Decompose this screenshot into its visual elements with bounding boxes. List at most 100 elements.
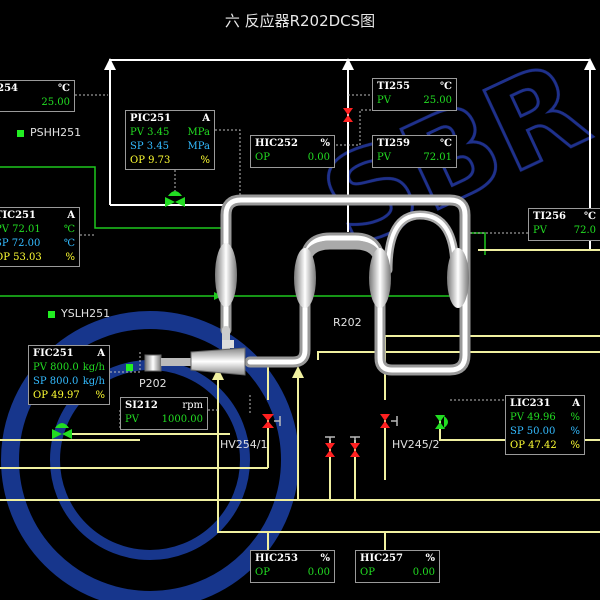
pv-label: PV [130, 127, 144, 138]
tag-unit: ℃ [440, 138, 452, 149]
tag-name: SI212 [125, 400, 158, 411]
alarm-indicator-icon [48, 311, 55, 318]
sp-value: 72.00 [11, 238, 41, 249]
sp-label: SP [0, 238, 9, 249]
op-label: OP [255, 152, 270, 163]
tag-hic257[interactable]: HIC257% OP 0.00 [355, 550, 440, 583]
tag-name: TI256 [533, 211, 566, 222]
tag-name: HIC252 [255, 138, 298, 149]
op-label: OP [360, 567, 375, 578]
pv-value: 1000.00 [161, 414, 203, 425]
arrow-up-icon [212, 368, 224, 380]
tag-hic252[interactable]: HIC252% OP 0.00 [250, 135, 335, 168]
sp-unit: ℃ [63, 238, 75, 249]
signal-lines [75, 94, 528, 430]
tag-unit: % [425, 553, 435, 564]
op-value: 49.97 [51, 390, 80, 401]
valve-green-icon [52, 191, 448, 439]
sp-label: SP [510, 426, 524, 437]
sp-unit: MPa [187, 141, 210, 152]
tag-name: LIC231 [510, 398, 551, 409]
pv-value: 25.00 [423, 95, 452, 106]
pv-unit: MPa [187, 127, 210, 138]
pv-unit: % [570, 412, 580, 423]
op-label: OP [130, 155, 145, 166]
pv-unit: kg/h [82, 362, 105, 373]
sp-label: SP [33, 376, 47, 387]
tag-unit: ℃ [58, 83, 70, 94]
tag-unit: % [320, 553, 330, 564]
tag-mode: A [202, 113, 210, 124]
pv-value: 3.45 [147, 127, 170, 138]
sp-value: 800.0 [49, 376, 79, 387]
tag-name: FIC251 [33, 348, 74, 359]
pv-value: 49.96 [527, 412, 556, 423]
tag-name: TIC251 [0, 210, 36, 221]
tag-mode: A [97, 348, 105, 359]
valve-red-icon [262, 108, 390, 457]
arrow-up-icon [292, 366, 304, 378]
op-label: OP [510, 440, 525, 451]
tag-mode: A [67, 210, 75, 221]
tag-name: PIC251 [130, 113, 172, 124]
pv-label: PV [33, 362, 47, 373]
alarm-yslh251: YSLH251 [61, 307, 111, 320]
arrow-up-icon [342, 58, 354, 70]
op-unit: % [200, 155, 210, 166]
tag-name: HIC257 [360, 553, 403, 564]
pv-unit: ℃ [63, 224, 75, 235]
sp-label: SP [130, 141, 144, 152]
alarm-indicator-icon [17, 130, 24, 137]
pv-value: 800.0 [50, 362, 79, 373]
pv-value: 25.00 [41, 97, 70, 108]
pv-label: PV [0, 224, 9, 235]
reactor-label: R202 [333, 316, 362, 329]
valve-label-hv254: HV254/1 [220, 438, 268, 451]
op-value: 0.00 [307, 567, 330, 578]
alarm-pshh251: PSHH251 [30, 126, 82, 139]
tag-mode: A [572, 398, 580, 409]
tag-ti259[interactable]: TI259 ℃ PV 72.01 [372, 135, 457, 168]
arrow-up-icon [584, 58, 596, 70]
tag-tic251[interactable]: TIC251 A PV 72.01 ℃ SP 72.00 ℃ OP 53.03% [0, 207, 80, 267]
pv-value: 72.01 [423, 152, 452, 163]
page-title: 六 反应器R202DCS图 [224, 12, 376, 30]
tag-name: TI259 [377, 138, 410, 149]
op-label: OP [0, 252, 10, 263]
tag-unit: ℃ [584, 211, 596, 222]
pump-label: P202 [139, 377, 167, 390]
op-label: OP [33, 390, 48, 401]
tag-unit: % [320, 138, 330, 149]
tag-unit: ℃ [440, 81, 452, 92]
pv-value: 72.01 [12, 224, 41, 235]
pv-label: PV [125, 414, 139, 425]
op-label: OP [255, 567, 270, 578]
pv-label: PV [533, 225, 547, 236]
op-unit: % [65, 252, 75, 263]
tag-si212[interactable]: SI212 rpm PV 1000.00 [120, 397, 208, 430]
op-unit: % [570, 440, 580, 451]
tag-name: TI255 [377, 81, 410, 92]
op-value: 0.00 [412, 567, 435, 578]
op-value: 53.03 [13, 252, 42, 263]
sp-unit: % [570, 426, 580, 437]
tag-name: TI254 [0, 83, 18, 94]
op-value: 0.00 [307, 152, 330, 163]
tag-hic253[interactable]: HIC253% OP 0.00 [250, 550, 335, 583]
green-pipes [0, 166, 486, 297]
pump-p202 [144, 340, 246, 376]
tag-unit: rpm [182, 400, 203, 411]
valve-label-hv245: HV245/2 [392, 438, 440, 451]
pv-label: PV [377, 152, 391, 163]
sp-unit: kg/h [82, 376, 105, 387]
tag-name: HIC253 [255, 553, 298, 564]
pv-label: PV [510, 412, 524, 423]
valve-stem-icon [274, 416, 398, 443]
